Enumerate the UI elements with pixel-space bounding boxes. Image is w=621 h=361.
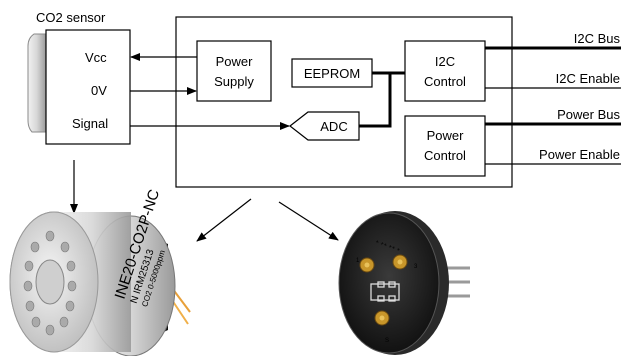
sensor-can-photo: INE20-CO2P-NC N IRM25313 CO2 0-5000ppm (9, 187, 191, 357)
power-control-label-1: Power (427, 128, 465, 143)
i2c-control-label-1: I2C (435, 54, 455, 69)
eeprom-block (291, 58, 373, 88)
adc-label: ADC (320, 119, 347, 134)
sensor-side-shade (27, 33, 47, 133)
pin-signal-label: Signal (72, 116, 108, 131)
adc-i2c-bus (359, 73, 392, 128)
i2c-enable-label: I2C Enable (556, 71, 620, 86)
eeprom-label: EEPROM (304, 66, 360, 81)
board-photo-arrow (278, 201, 339, 241)
pin-vcc-label: Vcc (85, 50, 107, 65)
board-photo: + ++ ++ + 3 1 S (338, 211, 470, 355)
i2c-control-label-2: Control (424, 74, 466, 89)
power-control-label-2: Control (424, 148, 466, 163)
sensor-title: CO2 sensor (36, 10, 106, 25)
i2c-control-block (404, 40, 486, 102)
power-supply-label-1: Power (216, 54, 254, 69)
front-photo-arrow (196, 198, 252, 242)
sensor-box (45, 29, 131, 145)
power-supply-block (196, 40, 272, 102)
i2c-bus-label: I2C Bus (574, 31, 621, 46)
power-enable-label: Power Enable (539, 147, 620, 162)
power-control-block (404, 115, 486, 177)
svg-text:3: 3 (414, 264, 418, 270)
power-supply-label-2: Supply (214, 74, 254, 89)
pin-0v-label: 0V (91, 83, 107, 98)
svg-text:S: S (385, 338, 389, 344)
power-bus-label: Power Bus (557, 107, 620, 122)
svg-text:1: 1 (356, 258, 360, 264)
